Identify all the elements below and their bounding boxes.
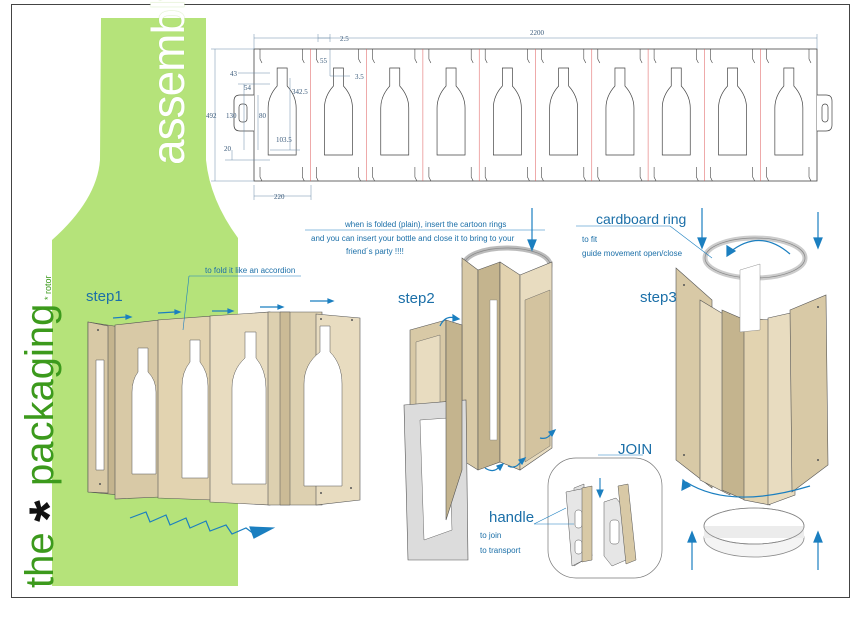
slot-cut bbox=[428, 49, 432, 64]
slot-cut bbox=[639, 167, 643, 182]
slot-cut bbox=[358, 49, 361, 64]
slot-cut bbox=[597, 167, 601, 182]
bottle-cutout bbox=[774, 67, 804, 156]
slot-cut bbox=[766, 49, 769, 64]
handle-note-1: to join bbox=[480, 531, 502, 540]
slot-cut bbox=[428, 167, 432, 182]
dim-body-width: 103.5 bbox=[276, 136, 292, 144]
bottle-cutout bbox=[324, 67, 353, 156]
slot-cut bbox=[653, 49, 657, 64]
brand-rotor: * rotor bbox=[43, 275, 53, 300]
dim-neck-top: 43 bbox=[230, 70, 237, 78]
dim-total-width: 2200 bbox=[530, 29, 544, 37]
slot-cut bbox=[583, 167, 587, 182]
slot-cut bbox=[808, 167, 812, 182]
slot-cut bbox=[302, 167, 305, 182]
bottle-cutout bbox=[661, 67, 691, 156]
slot-cut bbox=[484, 167, 488, 182]
step1-accordion bbox=[87, 275, 361, 539]
join-label: JOIN bbox=[618, 441, 653, 458]
die-cut-drawing bbox=[211, 34, 833, 200]
bottle-cutout bbox=[493, 67, 522, 156]
bottle-cutout bbox=[549, 67, 578, 156]
step2-illustration bbox=[305, 208, 557, 561]
slot-cut bbox=[414, 167, 418, 182]
step1-note: to fold it like an accordion bbox=[205, 266, 296, 275]
dim-slot-width: 2.5 bbox=[340, 35, 349, 43]
slot-cut bbox=[358, 167, 361, 182]
bottle-cutout bbox=[605, 67, 635, 156]
step2-note-line1: when is folded (plain), insert the carto… bbox=[345, 220, 507, 229]
slot-cut bbox=[259, 167, 263, 182]
slot-cut bbox=[527, 167, 530, 182]
slot-cut bbox=[710, 167, 713, 182]
dim-bottom: 20 bbox=[224, 145, 231, 153]
slot-cut bbox=[752, 167, 755, 182]
slot-cut bbox=[752, 49, 755, 64]
slot-cut bbox=[414, 49, 418, 64]
ring-note-2: guide movement open/close bbox=[582, 249, 683, 258]
handle-title: handle bbox=[489, 509, 535, 526]
dim-handle: 130 bbox=[226, 112, 237, 120]
section-title: assembly bbox=[142, 0, 194, 165]
slot-cut bbox=[259, 49, 263, 64]
slot-cut bbox=[470, 167, 474, 182]
dim-height: 492 bbox=[206, 112, 217, 120]
step3-label: step3 bbox=[640, 289, 677, 306]
slot-cut bbox=[541, 49, 544, 64]
slot-cut bbox=[766, 167, 769, 182]
dim-neck-height: 54 bbox=[244, 84, 251, 92]
slot-cut bbox=[597, 49, 601, 64]
join-detail bbox=[533, 454, 663, 579]
bottle-cutout bbox=[718, 67, 747, 156]
slot-cut bbox=[316, 49, 319, 64]
dim-panel-width: 220 bbox=[274, 193, 285, 201]
ring-title: cardboard ring bbox=[596, 211, 687, 227]
dim-neck-width: 342.5 bbox=[292, 88, 308, 96]
dim-body: 80 bbox=[259, 112, 266, 120]
slot-cut bbox=[527, 49, 530, 64]
slot-cut bbox=[484, 49, 488, 64]
step3-illustration bbox=[576, 208, 829, 570]
slot-cut bbox=[808, 49, 812, 64]
slot-cut bbox=[470, 49, 474, 64]
dim-slot-depth: 55 bbox=[320, 57, 327, 65]
ring-note-1: to fit bbox=[582, 235, 598, 244]
brand-packaging: packaging bbox=[18, 303, 62, 486]
slot-cut bbox=[696, 49, 699, 64]
slot-cut bbox=[372, 49, 375, 64]
slot-cut bbox=[639, 49, 643, 64]
step2-note-line3: friend´s party !!!! bbox=[346, 247, 404, 256]
slot-cut bbox=[541, 167, 544, 182]
bottle-cutout bbox=[436, 67, 466, 156]
step2-note-line2: and you can insert your bottle and close… bbox=[311, 234, 515, 243]
slot-cut bbox=[302, 49, 305, 64]
slot-cut bbox=[696, 167, 699, 182]
brand-asterisk: * bbox=[17, 500, 80, 522]
slot-cut bbox=[372, 167, 375, 182]
brand-the: the bbox=[18, 532, 62, 588]
bottle-cutout bbox=[380, 67, 410, 156]
step2-label: step2 bbox=[398, 290, 435, 307]
slot-cut bbox=[316, 167, 319, 182]
slot-cut bbox=[653, 167, 657, 182]
step1-label: step1 bbox=[86, 288, 123, 305]
slot-cut bbox=[710, 49, 713, 64]
handle-note-2: to transport bbox=[480, 546, 521, 555]
slot-cut bbox=[583, 49, 587, 64]
dim-slot-offset: 3.5 bbox=[355, 73, 364, 81]
